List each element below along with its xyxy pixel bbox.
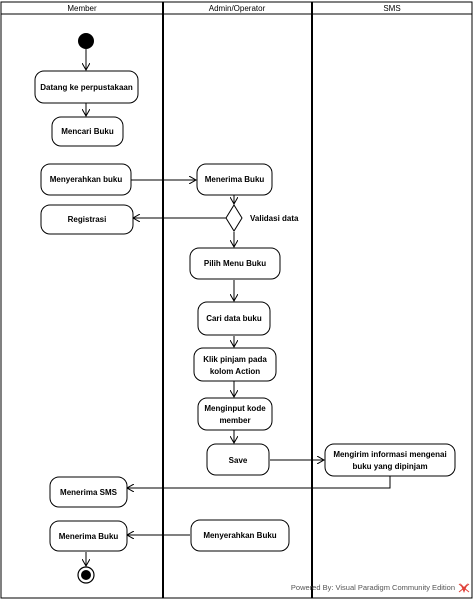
action-mencari-buku: Mencari Buku (51, 116, 124, 147)
svg-text:Cari data buku: Cari data buku (206, 314, 262, 323)
svg-text:Menerima Buku: Menerima Buku (59, 532, 119, 541)
lane-title-admin: Admin/Operator (209, 4, 266, 13)
svg-text:buku yang dipinjam: buku yang dipinjam (352, 462, 427, 471)
svg-text:Menerima SMS: Menerima SMS (60, 488, 118, 497)
svg-text:Menginput kode: Menginput kode (204, 404, 266, 413)
action-menyerahkan-buku-member: Menyerahkan buku (40, 163, 132, 196)
initial-node (78, 33, 94, 49)
svg-text:member: member (219, 416, 250, 425)
powered-by-footer: Powered By: Visual Paradigm Community Ed… (291, 583, 455, 592)
action-mengirim-informasi: Mengirim informasi mengenai buku yang di… (324, 443, 456, 477)
svg-text:Datang ke perpustakaan: Datang ke perpustakaan (40, 83, 133, 92)
action-menginput-kode-member: Menginput kode member (197, 397, 273, 431)
svg-text:Menyerahkan Buku: Menyerahkan Buku (203, 531, 276, 540)
lane-title-member: Member (67, 4, 97, 13)
svg-text:Mengirim informasi mengenai: Mengirim informasi mengenai (333, 450, 446, 459)
edge-mengirim-menerima-sms (127, 476, 391, 488)
action-menerima-buku-admin: Menerima Buku (196, 163, 273, 196)
lane-title-sms: SMS (383, 4, 400, 13)
svg-text:Save: Save (229, 456, 248, 465)
action-menyerahkan-buku-admin: Menyerahkan Buku (190, 519, 290, 552)
svg-text:Mencari Buku: Mencari Buku (61, 127, 114, 136)
action-pilih-menu-buku: Pilih Menu Buku (189, 247, 281, 280)
svg-text:Registrasi: Registrasi (68, 215, 107, 224)
svg-text:Klik pinjam pada: Klik pinjam pada (203, 355, 267, 364)
action-cari-data-buku: Cari data buku (197, 301, 271, 336)
svg-text:Menyerahkan buku: Menyerahkan buku (50, 175, 123, 184)
action-menerima-buku-member: Menerima Buku (49, 520, 128, 552)
svg-text:Menerima Buku: Menerima Buku (205, 175, 265, 184)
action-save: Save (206, 443, 270, 476)
action-menerima-sms: Menerima SMS (49, 476, 128, 508)
svg-text:kolom Action: kolom Action (210, 367, 260, 376)
visual-paradigm-logo-icon (458, 583, 470, 593)
decision-validasi (225, 204, 243, 232)
final-node (77, 566, 95, 584)
guard-validasi-data: Validasi data (250, 214, 299, 223)
svg-text:Pilih Menu Buku: Pilih Menu Buku (204, 259, 266, 268)
flow-edges (86, 49, 391, 566)
action-klik-pinjam: Klik pinjam pada kolom Action (193, 347, 277, 382)
action-datang: Datang ke perpustakaan (34, 70, 139, 104)
action-registrasi: Registrasi (40, 204, 134, 235)
